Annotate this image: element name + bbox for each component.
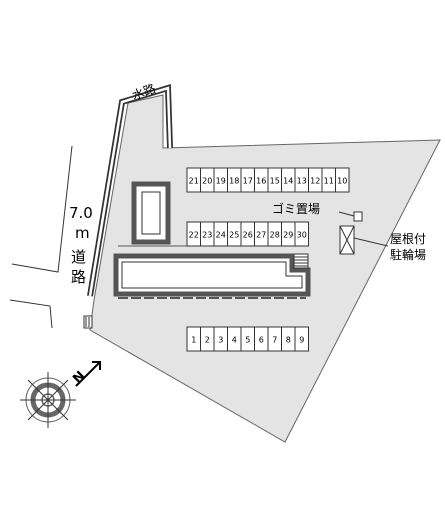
- bicycle-label-line2: 駐輪場: [390, 247, 426, 262]
- north-label: N: [70, 369, 88, 387]
- parking-space-number: 18: [229, 177, 239, 186]
- parking-space-number: 21: [189, 177, 199, 186]
- parking-space: [294, 326, 309, 352]
- apartment-building-inner: [121, 261, 303, 289]
- parking-space-number: 11: [324, 177, 334, 186]
- parking-space-number: 22: [189, 231, 199, 240]
- parking-space-number: 28: [270, 231, 280, 240]
- parking-space-number: 15: [270, 177, 280, 186]
- north-arrow: N: [70, 361, 101, 387]
- parking-space-number: 4: [232, 336, 237, 345]
- parking-space-number: 26: [243, 231, 253, 240]
- parking-space-number: 25: [229, 231, 239, 240]
- bicycle-label-line1: 屋根付: [390, 232, 426, 246]
- parking-space-number: 19: [216, 177, 226, 186]
- parking-space-number: 5: [245, 336, 250, 345]
- parking-space-number: 1: [191, 336, 196, 345]
- road-unit-label: m: [75, 224, 90, 242]
- parking-space-number: 13: [297, 177, 307, 186]
- parking-space-number: 6: [259, 336, 264, 345]
- small-building-inner: [141, 191, 161, 235]
- road-width-label: 7.0: [69, 204, 93, 222]
- parking-space: [335, 167, 350, 193]
- parking-space-number: 12: [310, 177, 320, 186]
- parking-space-number: 20: [202, 177, 212, 186]
- parking-space-number: 7: [272, 336, 277, 345]
- compass: [20, 372, 76, 428]
- road-kanji-1: 道: [71, 248, 86, 266]
- parking-space-number: 10: [337, 177, 347, 186]
- road-edge-upper: [11, 145, 73, 273]
- parking-space-number: 27: [256, 231, 266, 240]
- road-kanji-2: 路: [71, 268, 86, 286]
- waterway-channel: [87, 83, 173, 297]
- parking-space-number: 23: [202, 231, 212, 240]
- entrance-marker: [83, 315, 93, 329]
- parking-space-number: 16: [256, 177, 266, 186]
- garbage-leader-line: [338, 211, 355, 217]
- parking-space-number: 30: [297, 231, 307, 240]
- garbage-area: [353, 211, 363, 222]
- parking-space-number: 29: [283, 231, 293, 240]
- staircase: [293, 253, 309, 269]
- parking-space-number: 2: [205, 336, 210, 345]
- parking-space-number: 17: [243, 177, 253, 186]
- road-edge-lower: [9, 299, 53, 329]
- parking-space-number: 8: [286, 336, 291, 345]
- parking-space-number: 24: [216, 231, 226, 240]
- parking-space-number: 3: [218, 336, 223, 345]
- bicycle-leader-line: [353, 237, 389, 247]
- bicycle-parking: [339, 225, 355, 255]
- parking-space-number: 9: [299, 336, 304, 345]
- parking-space-number: 14: [283, 177, 293, 186]
- garbage-label: ゴミ置場: [272, 201, 320, 216]
- parking-space: [294, 221, 309, 247]
